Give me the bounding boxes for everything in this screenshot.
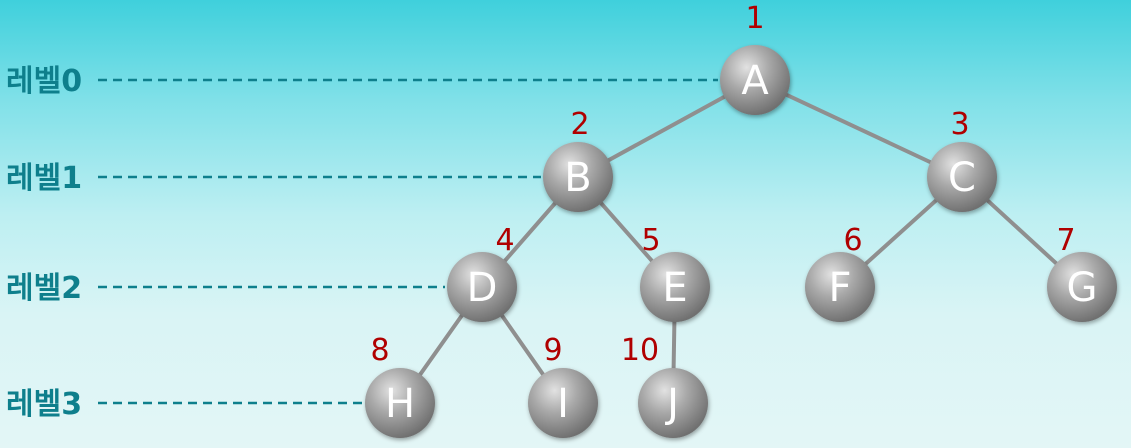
node-circle-e bbox=[640, 252, 710, 322]
level-guides bbox=[98, 78, 718, 405]
node-circle-h bbox=[365, 368, 435, 438]
node-letter-e: E bbox=[662, 265, 687, 311]
node-number-h: 8 bbox=[370, 333, 389, 368]
node-circle-f bbox=[805, 252, 875, 322]
node-number-d: 4 bbox=[495, 223, 514, 258]
node-e: E5 bbox=[640, 223, 710, 322]
node-c: C3 bbox=[927, 107, 997, 212]
level-label-2: 레벨2 bbox=[6, 271, 82, 306]
node-number-c: 3 bbox=[950, 107, 969, 142]
node-letter-f: F bbox=[828, 265, 851, 311]
node-h: H8 bbox=[365, 333, 435, 438]
node-i: I9 bbox=[528, 333, 598, 438]
node-d: D4 bbox=[447, 223, 517, 322]
node-letter-c: C bbox=[948, 155, 976, 201]
node-letter-b: B bbox=[564, 155, 591, 201]
node-letter-h: H bbox=[385, 381, 415, 427]
node-number-e: 5 bbox=[641, 223, 660, 258]
node-f: F6 bbox=[805, 223, 875, 322]
node-circle-g bbox=[1047, 252, 1117, 322]
node-j: J10 bbox=[621, 333, 708, 438]
node-letter-g: G bbox=[1067, 265, 1098, 311]
edge-a-c bbox=[753, 78, 964, 179]
node-number-g: 7 bbox=[1056, 223, 1075, 258]
node-letter-a: A bbox=[741, 58, 769, 104]
node-g: G7 bbox=[1047, 223, 1117, 322]
node-number-b: 2 bbox=[570, 107, 589, 142]
node-circle-b bbox=[543, 142, 613, 212]
node-circle-c bbox=[927, 142, 997, 212]
node-letter-d: D bbox=[467, 265, 498, 311]
node-number-i: 9 bbox=[543, 333, 562, 368]
node-b: B2 bbox=[543, 107, 613, 212]
level-labels: 레벨0 레벨1 레벨2 레벨3 bbox=[6, 64, 82, 422]
node-circle-j bbox=[638, 368, 708, 438]
node-circle-d bbox=[447, 252, 517, 322]
node-circle-i bbox=[528, 368, 598, 438]
node-number-j: 10 bbox=[621, 333, 659, 368]
node-letter-i: I bbox=[557, 381, 569, 427]
node-number-a: 1 bbox=[745, 1, 764, 36]
node-circle-a bbox=[720, 45, 790, 115]
level-label-1: 레벨1 bbox=[6, 161, 82, 196]
node-a: A1 bbox=[720, 1, 790, 115]
level-label-3: 레벨3 bbox=[6, 387, 82, 422]
node-letter-j: J bbox=[664, 381, 679, 427]
node-number-f: 6 bbox=[843, 223, 862, 258]
level-label-0: 레벨0 bbox=[6, 64, 82, 99]
